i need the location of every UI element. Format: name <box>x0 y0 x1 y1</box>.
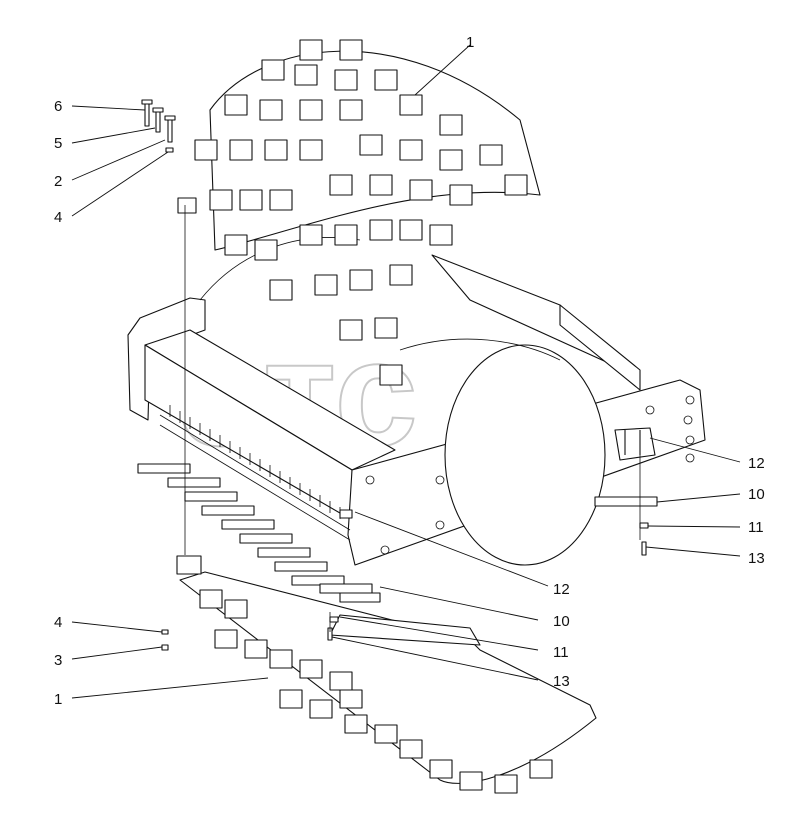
callout-2: 2 <box>54 173 62 190</box>
leader-lines <box>71 44 741 699</box>
callout-4-bottom: 4 <box>54 614 62 631</box>
callout-11-mid: 11 <box>553 644 569 661</box>
callout-11-right: 11 <box>748 519 764 536</box>
beam-teeth <box>169 405 341 519</box>
callout-3: 3 <box>54 652 62 669</box>
callout-12-mid: 12 <box>553 581 570 598</box>
bolts <box>141 99 649 651</box>
callout-13-mid: 13 <box>553 673 570 690</box>
padfoot-segment-bottom <box>176 555 597 794</box>
callout-12-right: 12 <box>748 455 765 472</box>
callout-5: 5 <box>54 135 62 152</box>
callout-13-right: 13 <box>748 550 765 567</box>
callout-1-top: 1 <box>466 34 474 51</box>
callout-labels: 1 6 5 2 4 12 10 11 13 12 10 11 13 4 3 1 <box>54 34 765 708</box>
callout-10-right: 10 <box>748 486 765 503</box>
callout-4-top: 4 <box>54 209 62 226</box>
padfoot-segment-top <box>177 39 541 386</box>
callout-1-bottom: 1 <box>54 691 62 708</box>
drum-frame <box>127 237 706 566</box>
callout-6: 6 <box>54 98 62 115</box>
assembly-guide-lines <box>184 205 641 632</box>
callout-10-mid: 10 <box>553 613 570 630</box>
scraper-blades <box>137 463 658 603</box>
brackets <box>329 427 656 646</box>
